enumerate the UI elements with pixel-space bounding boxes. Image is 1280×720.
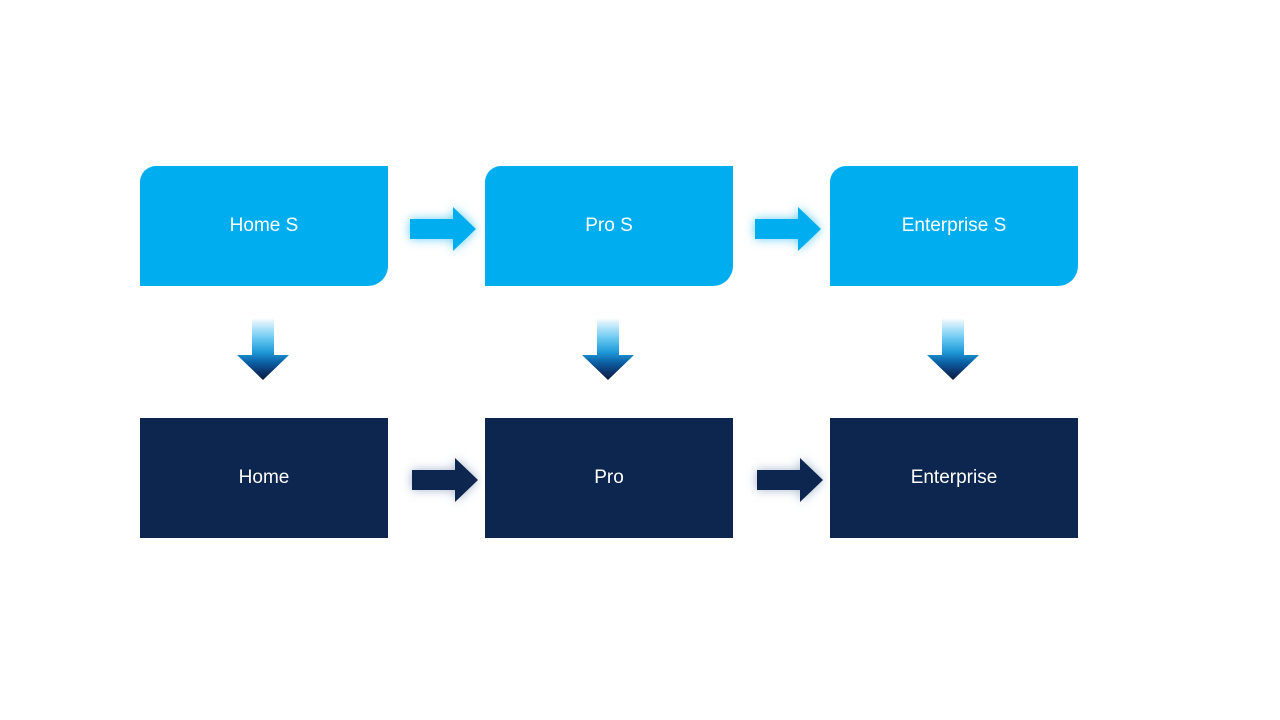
box-enterprise-label: Enterprise xyxy=(910,466,998,488)
box-home-label: Home xyxy=(238,466,290,488)
box-home-s: Home S xyxy=(140,166,388,286)
right-arrow-shape xyxy=(410,207,476,251)
box-home: Home xyxy=(140,418,388,538)
box-enterprise-s: Enterprise S xyxy=(830,166,1078,286)
box-pro-s-label: Pro S xyxy=(585,214,633,236)
box-pro-label: Pro xyxy=(594,466,624,488)
right-arrow-icon xyxy=(755,207,821,251)
box-home-s-label: Home S xyxy=(229,214,299,236)
down-arrow-icon xyxy=(582,318,634,380)
right-arrow-icon xyxy=(412,458,478,502)
right-arrow-icon xyxy=(757,458,823,502)
down-arrow-icon xyxy=(927,318,979,380)
right-arrow-shape xyxy=(757,458,823,502)
down-arrow-icon xyxy=(237,318,289,380)
box-enterprise-s-label: Enterprise S xyxy=(901,214,1007,236)
box-pro: Pro xyxy=(485,418,733,538)
box-enterprise: Enterprise xyxy=(830,418,1078,538)
right-arrow-icon xyxy=(410,207,476,251)
box-pro-s: Pro S xyxy=(485,166,733,286)
right-arrow-shape xyxy=(412,458,478,502)
right-arrow-shape xyxy=(755,207,821,251)
